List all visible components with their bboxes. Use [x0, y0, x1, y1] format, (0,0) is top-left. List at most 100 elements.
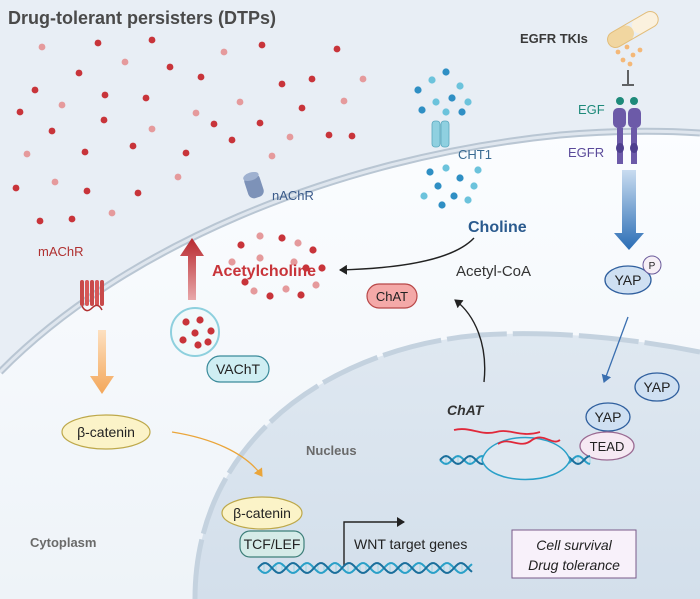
beta-catenin-cyto-label: β-catenin [77, 424, 135, 440]
ach-molecule [256, 119, 264, 127]
ach-molecule [36, 217, 44, 225]
egf-label: EGF [578, 102, 605, 117]
choline-molecule [432, 98, 440, 106]
ach-molecule [228, 136, 236, 144]
ach-molecule [318, 264, 326, 272]
tead-label: TEAD [590, 439, 625, 454]
choline-molecule [442, 164, 450, 172]
choline-molecule [464, 98, 472, 106]
ach-molecule [278, 80, 286, 88]
ach-molecule [196, 316, 204, 324]
ach-molecule [75, 69, 83, 77]
ach-molecule [256, 232, 264, 240]
choline-molecules [414, 68, 482, 209]
choline-molecule [414, 86, 422, 94]
egfr-label: EGFR [568, 145, 604, 160]
ach-molecule [83, 187, 91, 195]
ach-molecule [192, 109, 200, 117]
ach-molecule [194, 341, 202, 349]
ach-molecule [179, 336, 187, 344]
outcome-box [511, 529, 637, 579]
dna-strand [257, 562, 473, 574]
cht1-transporter-icon [431, 120, 450, 148]
ach-molecule [359, 75, 367, 83]
ach-molecule [325, 131, 333, 139]
chat-enzyme-label: ChAT [376, 289, 408, 304]
ach-molecule [258, 41, 266, 49]
choline-molecule [442, 68, 450, 76]
ach-molecule [340, 97, 348, 105]
tcf-lef-node [239, 530, 305, 558]
yap-translocation-arrow [601, 316, 629, 383]
tcf-lef-label: TCF/LEF [244, 536, 301, 552]
nuclear-envelope [192, 331, 700, 599]
ach-molecule [148, 125, 156, 133]
ach-molecule [210, 120, 218, 128]
egfr-signal-arrow [614, 170, 644, 250]
choline-molecule [458, 108, 466, 116]
ach-molecule [142, 94, 150, 102]
ach-molecule [256, 254, 264, 262]
ach-molecule [268, 152, 276, 160]
machr-label: mAChR [38, 244, 84, 259]
ach-molecule [182, 318, 190, 326]
ach-molecule [286, 133, 294, 141]
ach-molecule [182, 149, 190, 157]
choline-molecule [434, 182, 442, 190]
choline-molecule [450, 192, 458, 200]
choline-molecule [438, 201, 446, 209]
extracellular-acetylcholine [12, 36, 367, 225]
ach-molecule [298, 104, 306, 112]
machr-receptor-icon [80, 280, 104, 312]
ach-molecule [134, 189, 142, 197]
ach-molecule [312, 281, 320, 289]
ach-molecule [250, 287, 258, 295]
ach-molecule [309, 246, 317, 254]
tead-node [579, 431, 635, 461]
vesicle-acetylcholine [179, 316, 215, 349]
choline-molecule [456, 82, 464, 90]
ach-molecule [16, 108, 24, 116]
choline-molecule [428, 76, 436, 84]
cytoplasm-label: Cytoplasm [30, 535, 96, 550]
phosphate-badge [642, 255, 662, 275]
yap-free-node [634, 372, 680, 402]
ach-molecule [174, 173, 182, 181]
ach-molecule [129, 142, 137, 150]
ach-molecule [38, 43, 46, 51]
ach-molecule [241, 278, 249, 286]
choline-molecule [456, 174, 464, 182]
ach-molecule [302, 264, 310, 272]
ach-molecule [101, 91, 109, 99]
yap-phospho-node [604, 265, 652, 295]
beta-catenin-nuc-node [221, 496, 303, 530]
ach-molecule [121, 58, 129, 66]
ach-molecule [48, 127, 56, 135]
chat-gene-label: ChAT [447, 402, 485, 418]
choline-to-ach-arrow [339, 237, 475, 275]
egfr-tkis-label: EGFR TKIs [520, 31, 588, 46]
chat-mrna [453, 428, 541, 435]
ach-molecule [290, 258, 298, 266]
ach-molecule [81, 148, 89, 156]
ach-molecule [191, 329, 199, 337]
ach-molecule [348, 132, 356, 140]
ach-molecule [220, 48, 228, 56]
ach-molecule [100, 116, 108, 124]
choline-molecule [464, 196, 472, 204]
dna-strand [257, 562, 473, 574]
nucleus-label: Nucleus [306, 443, 357, 458]
nascent-rna [497, 436, 561, 445]
ach-molecule [297, 291, 305, 299]
vacht-label: VAChT [216, 361, 261, 377]
choline-molecule [442, 108, 450, 116]
acetyl-coa-label: Acetyl-CoA [456, 263, 531, 280]
beta-catenin-translocation-arrow [171, 431, 263, 477]
wnt-transcription-arrow [343, 517, 405, 566]
choline-molecule [448, 94, 456, 102]
choline-molecule [426, 168, 434, 176]
ach-molecule [236, 98, 244, 106]
machr-signal-arrow [90, 330, 114, 394]
